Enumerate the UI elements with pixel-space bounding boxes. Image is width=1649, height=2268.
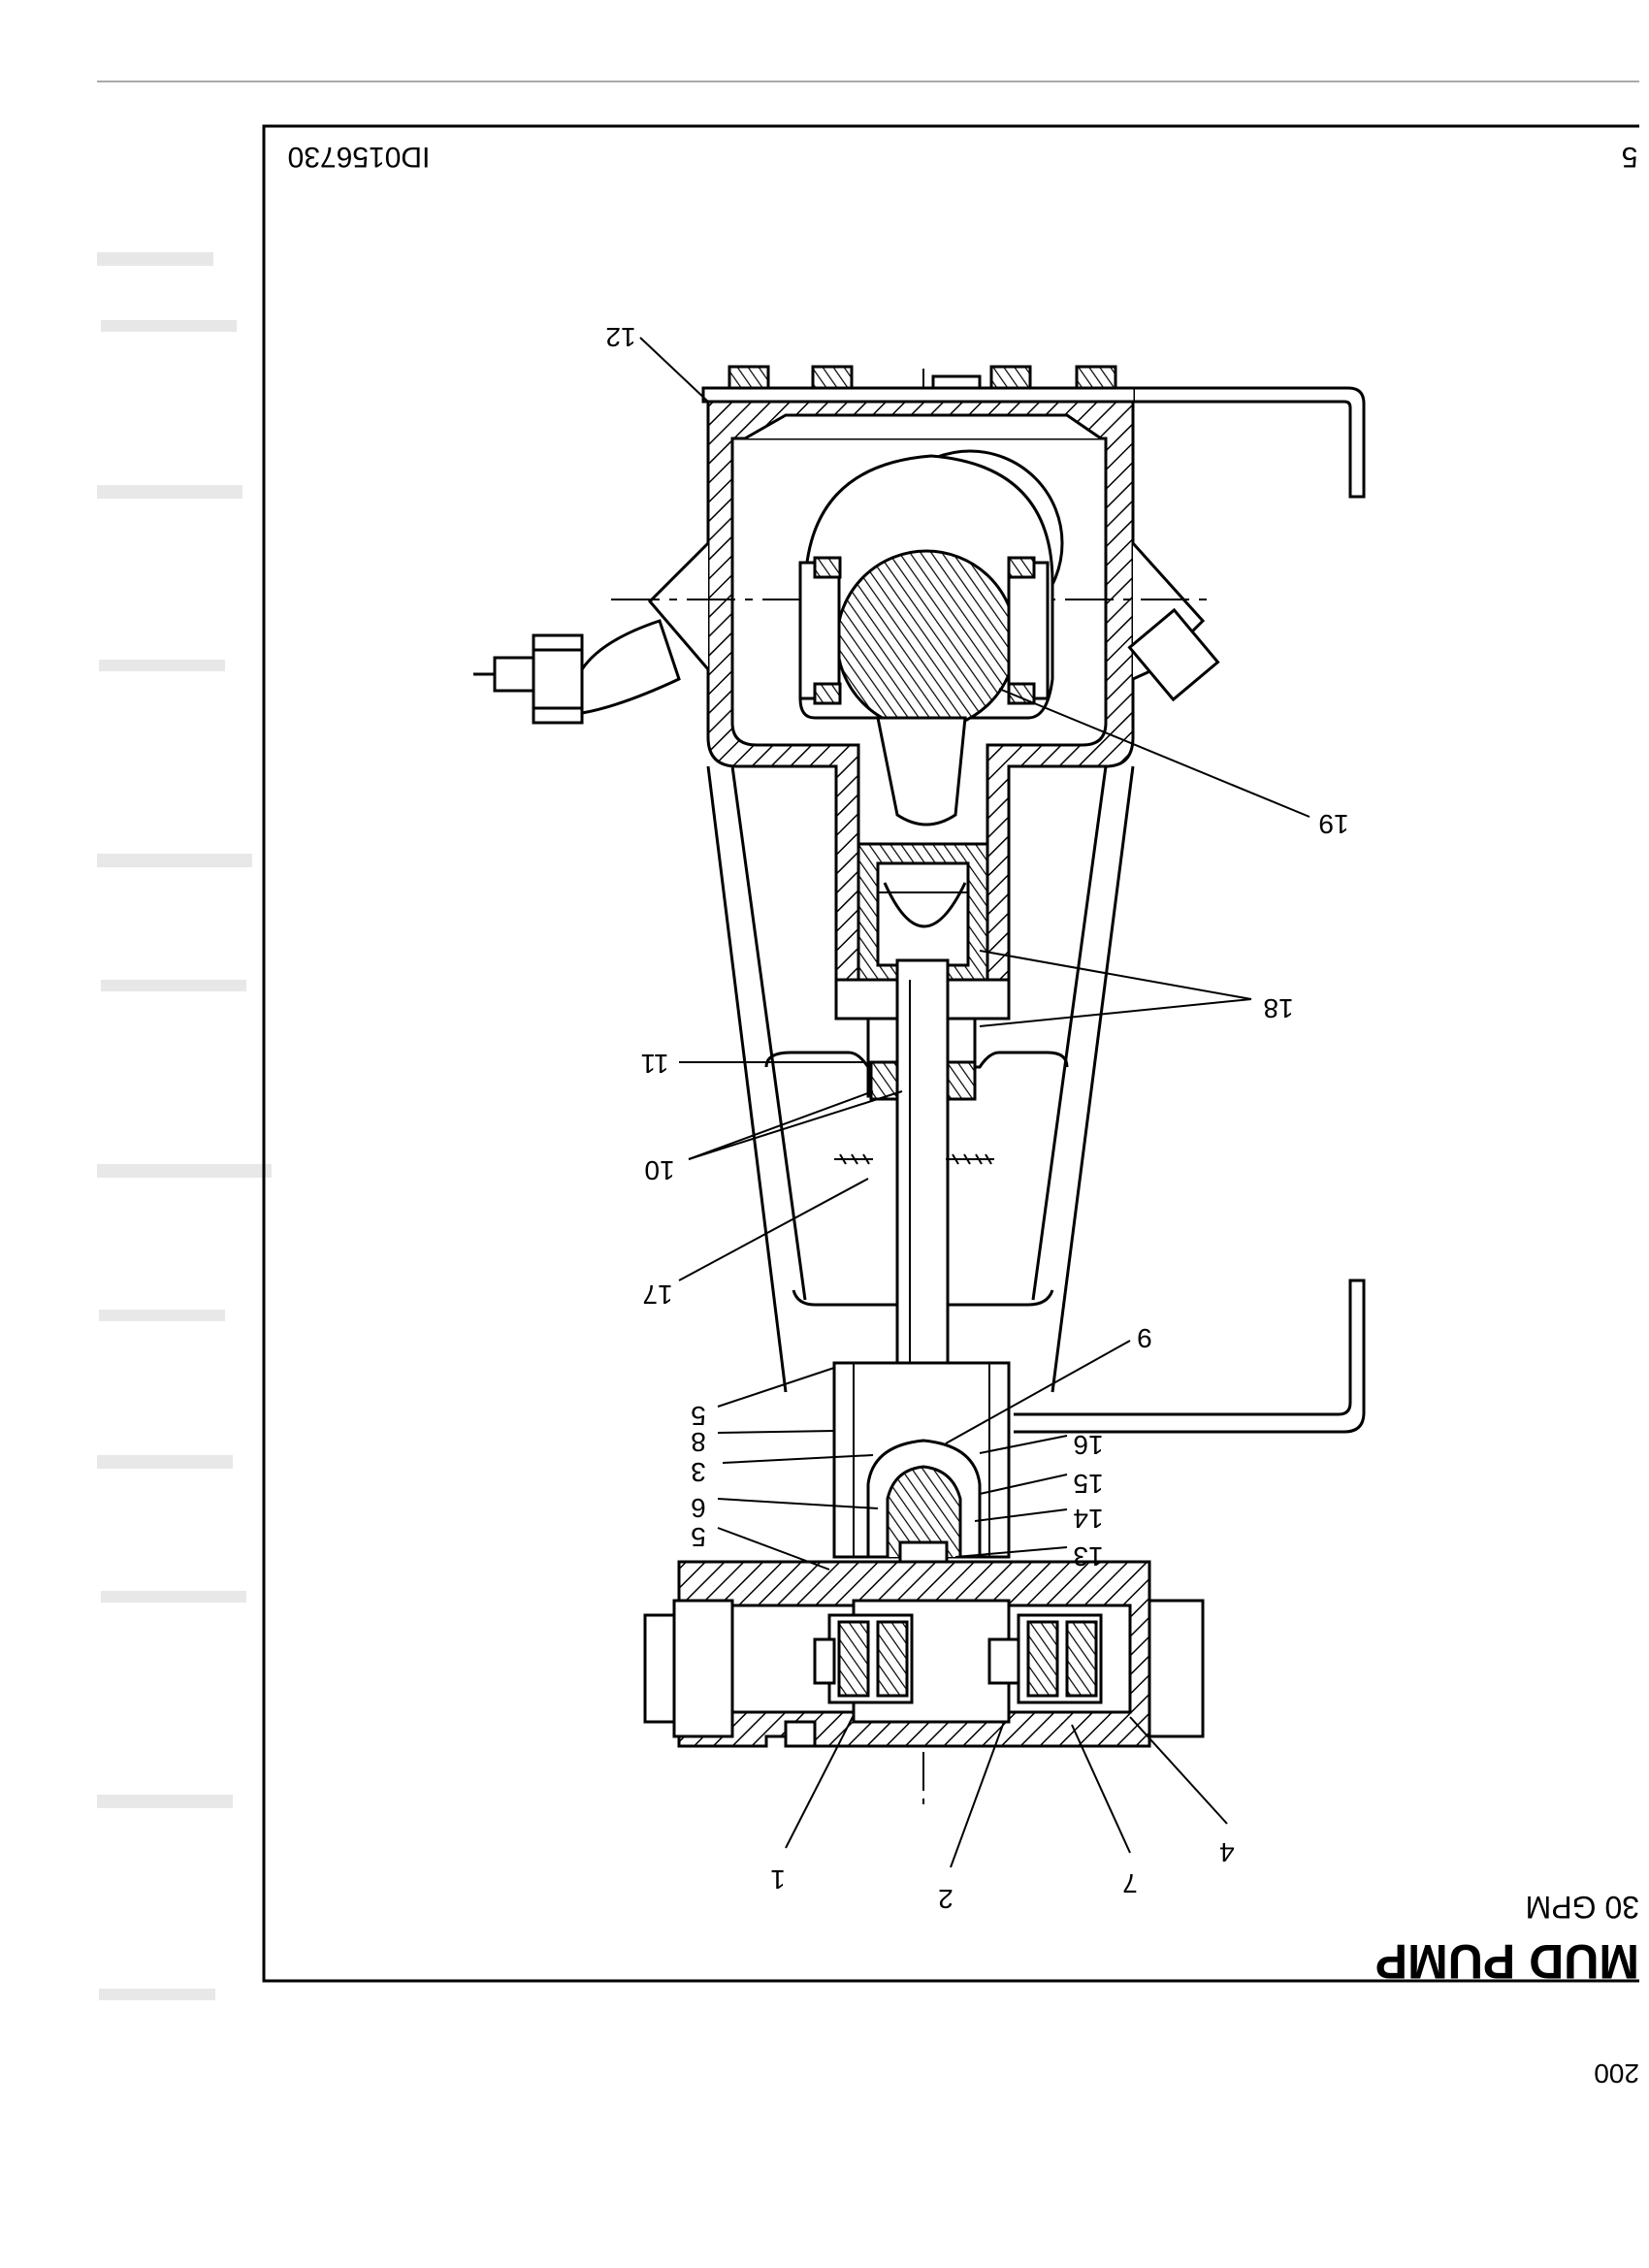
frame-outer-right <box>1051 765 1135 1393</box>
callout-6a: 6 <box>691 1493 706 1523</box>
callout-12: 12 <box>605 322 635 352</box>
check-valve-left <box>813 1613 914 1704</box>
oil-fitting <box>473 619 681 725</box>
left-side-lug <box>647 541 710 670</box>
callout-2: 2 <box>938 1884 954 1914</box>
callout-5a: 5 <box>691 1401 706 1431</box>
callout-11: 11 <box>640 1049 668 1079</box>
crankcase-inner-cap <box>744 413 1102 440</box>
callout-10: 10 <box>644 1155 674 1185</box>
corner-mark: 5 <box>1622 141 1638 173</box>
callout-labels: 12 19 18 11 10 17 9 5 8 3 6 5 16 15 14 1… <box>605 322 1348 1914</box>
callout-1: 1 <box>770 1864 786 1895</box>
frame-outer-left <box>706 765 788 1393</box>
drawing-subtitle: 30 GPM <box>1526 1890 1639 1925</box>
callout-8: 8 <box>691 1427 706 1457</box>
callout-14: 14 <box>1073 1504 1103 1534</box>
title-block: ID0156730 5 MUD PUMP 30 GPM 200 <box>288 141 1639 2089</box>
callout-18: 18 <box>1263 993 1293 1023</box>
callout-17: 17 <box>642 1280 672 1310</box>
plate-bolts <box>728 365 1117 390</box>
mud-pump-cross-section <box>473 365 1366 1804</box>
frame-inner-left <box>730 765 807 1301</box>
callout-15: 15 <box>1073 1469 1103 1499</box>
callout-16: 16 <box>1073 1430 1103 1460</box>
callout-19: 19 <box>1318 809 1348 839</box>
piston-cup-inner <box>886 1465 962 1557</box>
right-fitting-body <box>1127 607 1220 702</box>
frame-inner-right <box>1031 765 1108 1301</box>
drawing-border <box>262 124 1639 1983</box>
plunger-rod <box>895 958 950 1418</box>
callout-3: 3 <box>691 1457 706 1487</box>
scan-margin-shading <box>97 252 272 2000</box>
oil-seal-right <box>944 1060 977 1101</box>
mounting-plate <box>701 386 1137 404</box>
discharge-plug <box>643 1599 734 1738</box>
mounting-bracket-bottom <box>1014 1279 1366 1434</box>
rod-cap-bolts <box>798 556 1050 705</box>
suction-plug <box>1148 1599 1205 1738</box>
callout-13: 13 <box>1073 1541 1103 1571</box>
crosshead-pin <box>883 882 967 928</box>
callout-7: 7 <box>1122 1868 1138 1898</box>
leader-lines <box>639 337 1310 1868</box>
callout-4: 4 <box>1219 1837 1235 1867</box>
drawing-title: MUD PUMP <box>1375 1934 1639 1989</box>
callout-5b: 5 <box>691 1522 706 1552</box>
page-number: 200 <box>1594 2058 1639 2089</box>
mounting-bracket-top <box>1135 386 1366 499</box>
drawing-id: ID0156730 <box>288 141 431 173</box>
drain-bolt <box>784 1720 817 1748</box>
crankshaft-section <box>835 549 1018 731</box>
callout-9: 9 <box>1137 1323 1152 1353</box>
crosshead-bushing <box>857 842 989 982</box>
deflector-marks <box>834 1153 994 1165</box>
connecting-rod-shank <box>876 716 967 826</box>
check-valve-right <box>987 1613 1103 1704</box>
